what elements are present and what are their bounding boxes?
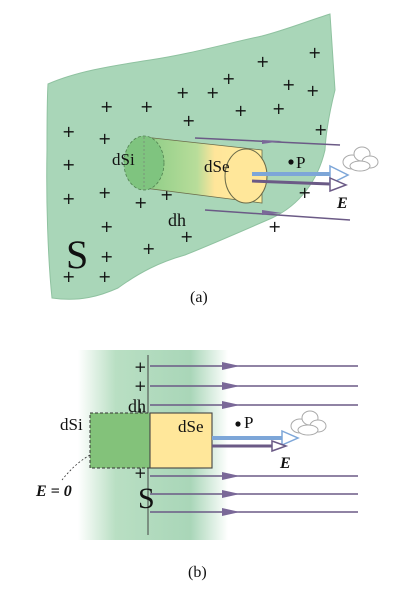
- surface-label-a: S: [66, 232, 88, 277]
- point-p-label-a: P: [296, 153, 305, 172]
- plus-sign: +: [98, 183, 111, 202]
- field-vector-b: [212, 429, 300, 453]
- plus-sign: +: [180, 227, 193, 246]
- field-lines-a: [194, 137, 351, 221]
- caption-b: (b): [188, 564, 207, 581]
- inner-face-label-a: dSi: [112, 150, 135, 169]
- plus-sign: +: [100, 217, 113, 236]
- plus-sign: +: [140, 97, 153, 116]
- zero-field-label-b: E = 0: [35, 483, 72, 500]
- plus-sign: +: [234, 101, 247, 120]
- outer-face-label-b: dSe: [178, 417, 204, 436]
- plus-sign: +: [306, 81, 319, 100]
- plus-sign: +: [98, 267, 111, 286]
- surface-label-b: S: [138, 482, 155, 515]
- plus-sign: +: [298, 183, 311, 202]
- inner-half-b: [90, 413, 150, 468]
- plus-sign: +: [268, 217, 281, 236]
- plus-sign: +: [100, 247, 113, 266]
- height-label-b: dh: [128, 396, 146, 416]
- field-label-a: E: [336, 195, 348, 212]
- field-vector-a: [251, 164, 350, 193]
- plus-sign: +: [134, 358, 147, 376]
- plus-sign: +: [134, 193, 147, 212]
- plus-sign: +: [62, 155, 75, 174]
- outer-face-label-a: dSe: [204, 157, 230, 176]
- plus-sign: +: [222, 69, 235, 88]
- height-label-a: dh: [168, 210, 186, 230]
- cloud-icon-a: [342, 146, 379, 172]
- field-arrow-a2: [262, 210, 282, 215]
- point-p-dot-b: [235, 421, 241, 427]
- plus-sign: +: [62, 122, 75, 141]
- plus-sign: +: [62, 189, 75, 208]
- plus-sign: +: [176, 83, 189, 102]
- plus-sign: +: [98, 129, 111, 148]
- outer-half-b: [150, 413, 212, 468]
- plus-sign: +: [100, 97, 113, 116]
- gaussian-cylinder-b: [89, 412, 213, 469]
- cloud-icon-b: [290, 410, 327, 436]
- plus-sign: +: [134, 377, 147, 395]
- figure-b: ++++++: [35, 350, 358, 581]
- plus-sign: +: [206, 83, 219, 102]
- plus-sign: +: [308, 43, 321, 62]
- field-label-b: E: [279, 455, 291, 472]
- gaussian-cylinder-a: [123, 135, 268, 204]
- point-p-label-b: P: [244, 413, 253, 432]
- plus-sign: +: [182, 111, 195, 130]
- inner-face-label-b: dSi: [60, 415, 83, 434]
- caption-a: (a): [190, 289, 208, 306]
- plus-sign: +: [282, 75, 295, 94]
- plus-sign: +: [62, 267, 75, 286]
- plus-sign: +: [314, 120, 327, 139]
- plus-sign: +: [142, 239, 155, 258]
- field-arrow-a1: [262, 140, 282, 144]
- plus-sign: +: [272, 99, 285, 118]
- figure-a: +++++++++++++++++++++++++++++: [46, 13, 379, 306]
- point-p-dot-a: [288, 159, 294, 165]
- plus-sign: +: [256, 52, 269, 71]
- field-lines-b: [150, 362, 358, 516]
